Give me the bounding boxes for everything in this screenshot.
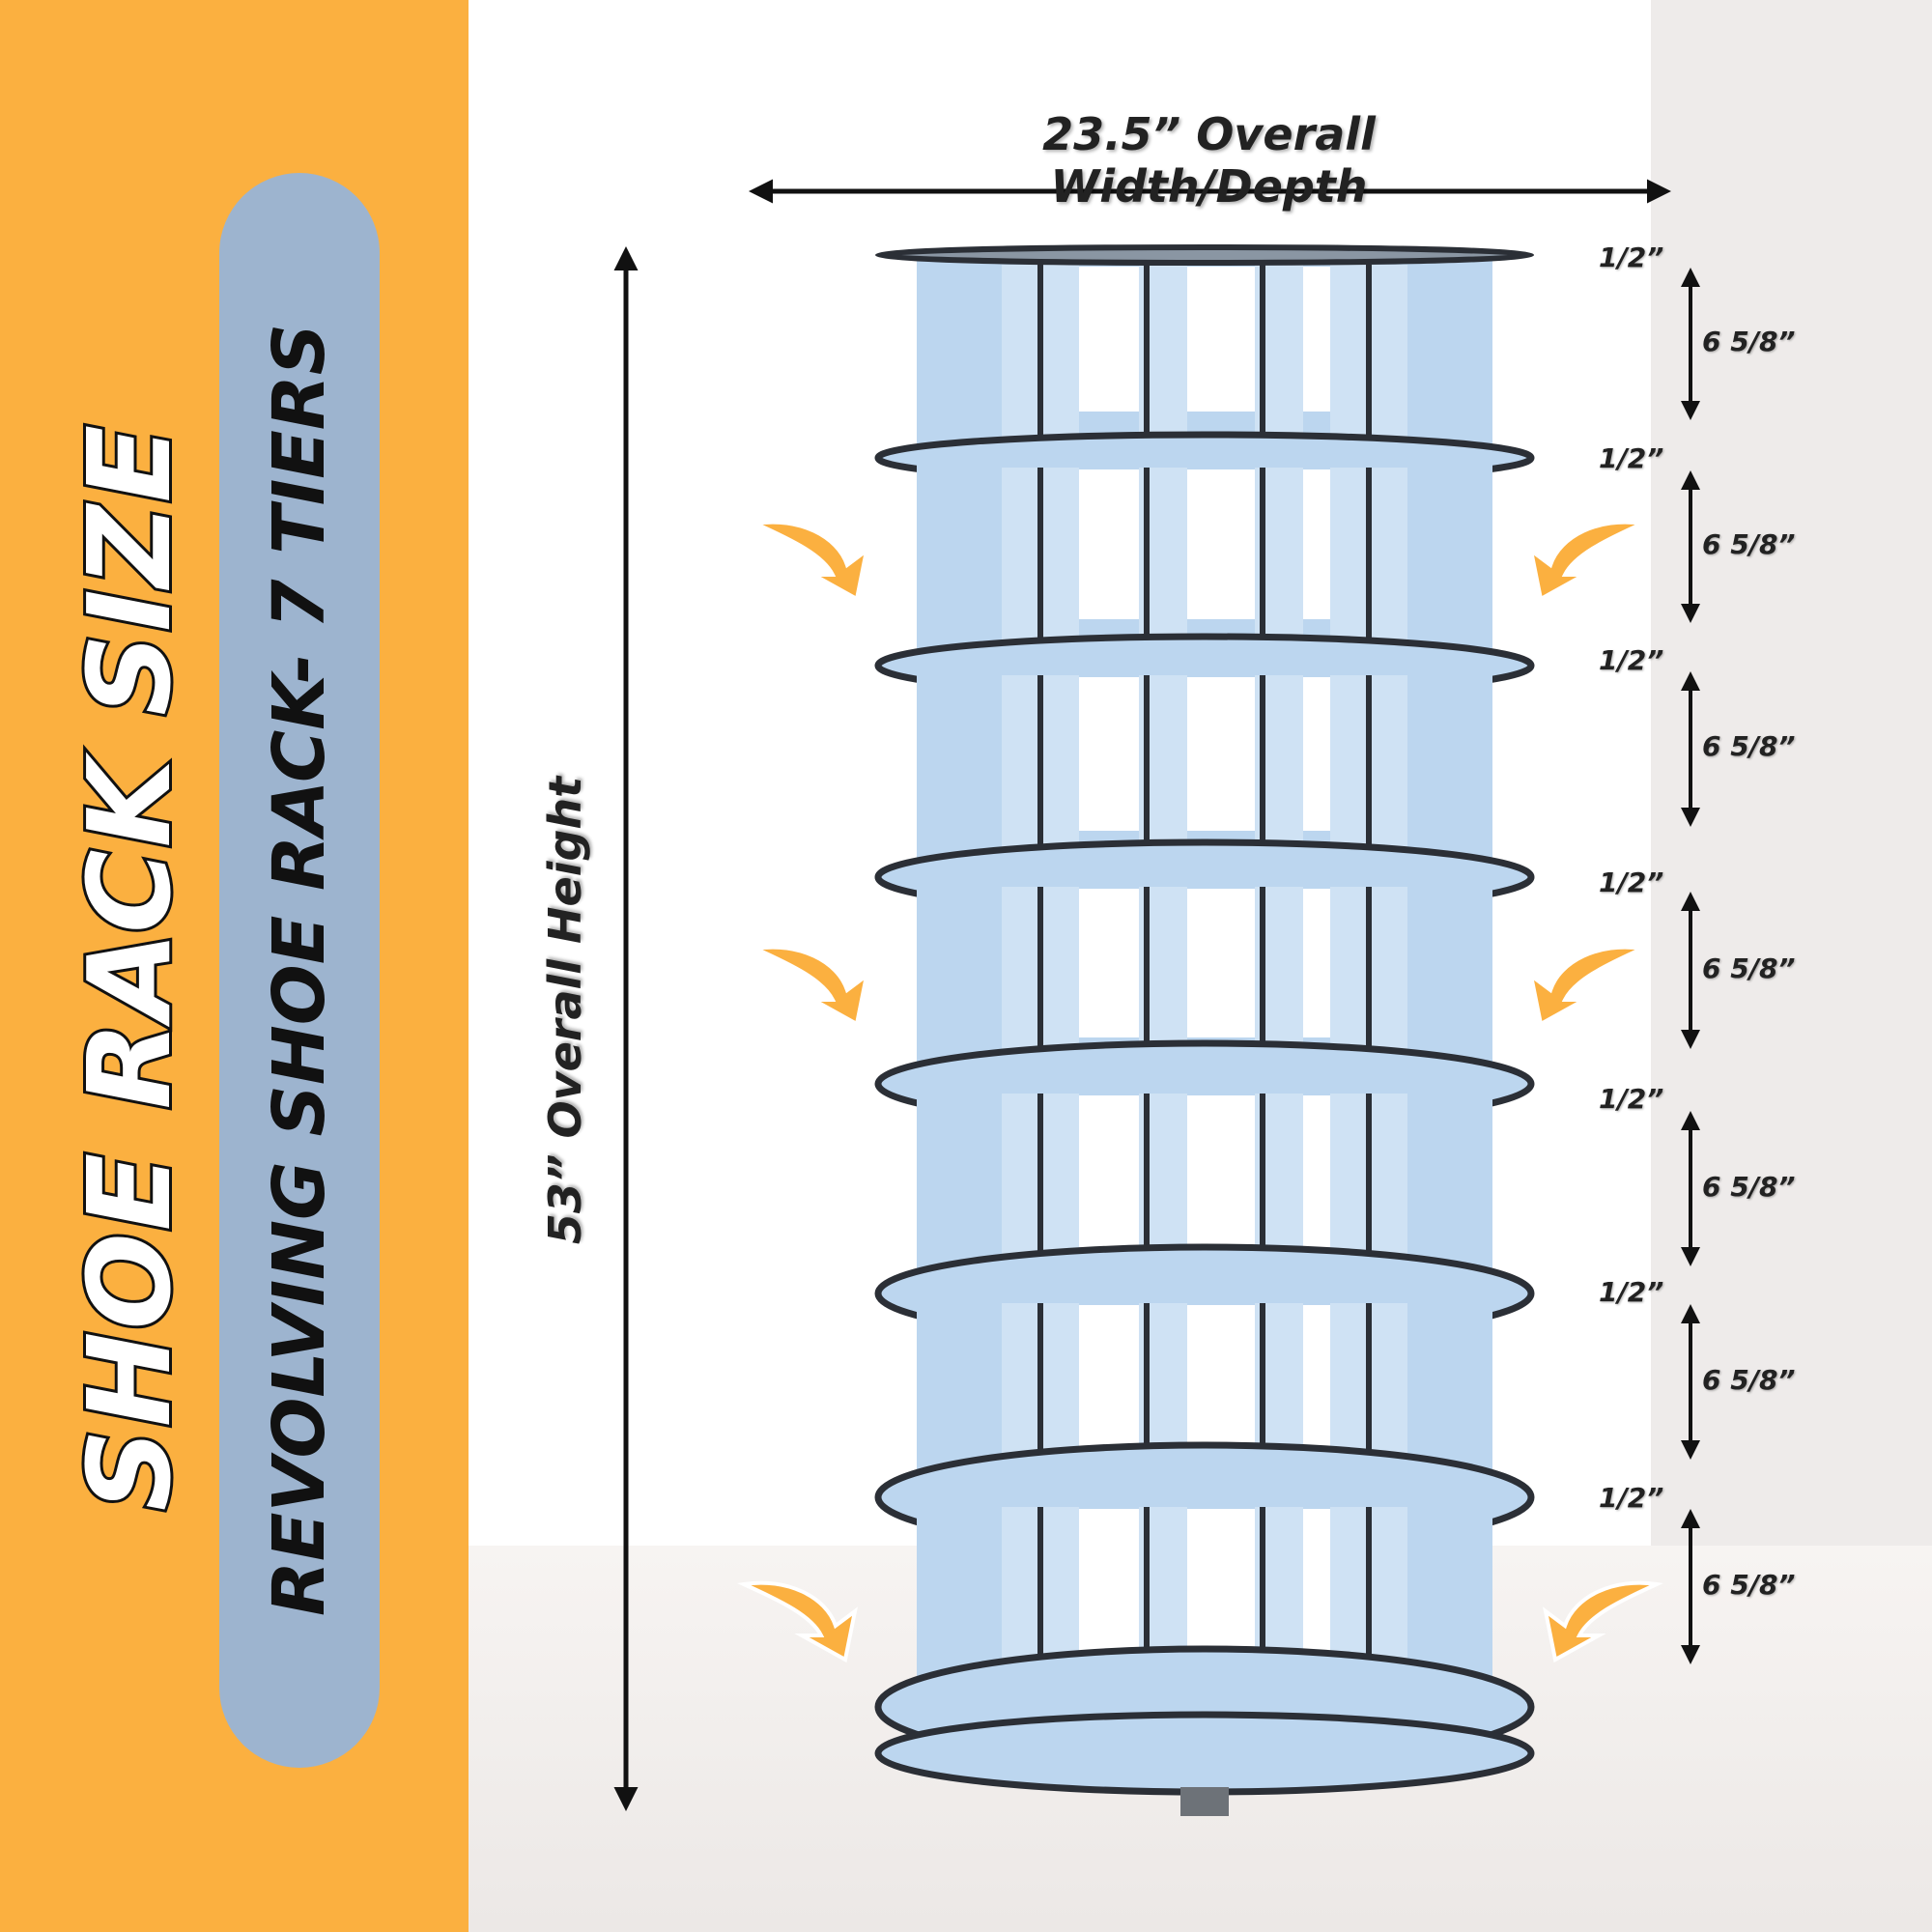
tier-opening — [1060, 469, 1350, 619]
swivel-base — [1180, 1787, 1229, 1816]
tier-opening — [1060, 1095, 1350, 1247]
rack-tier — [874, 1497, 1535, 1769]
curved-arrow-icon — [1528, 945, 1649, 1028]
shelf-thickness-label: 1/2” — [1599, 867, 1664, 898]
tier-height-label: 6 5/8” — [1702, 1364, 1796, 1396]
tier-opening — [1060, 889, 1350, 1037]
width-label: 23.5” Overall Width/Depth — [1042, 108, 1376, 213]
subtitle-pill — [219, 173, 380, 1768]
tier-opening — [1060, 1305, 1350, 1451]
tier-opening — [1060, 267, 1350, 412]
tier-height-label: 6 5/8” — [1702, 730, 1796, 762]
tier-height-label: 6 5/8” — [1702, 952, 1796, 984]
tier-opening — [1060, 1509, 1350, 1661]
tier-height-label: 6 5/8” — [1702, 326, 1796, 357]
tier-opening — [1060, 677, 1350, 831]
base-disc — [874, 1711, 1535, 1796]
shelf-thickness-label: 1/2” — [1599, 1482, 1664, 1514]
curved-arrow-icon — [749, 945, 869, 1028]
curved-arrow-icon — [1528, 520, 1649, 603]
rack-tier — [874, 255, 1535, 485]
rack-tier — [874, 666, 1535, 916]
shelf-thickness-label: 1/2” — [1599, 442, 1664, 474]
rack-tier — [874, 458, 1535, 698]
tier-height-label: 6 5/8” — [1702, 528, 1796, 560]
shelf-thickness-label: 1/2” — [1599, 644, 1664, 676]
curved-arrow-icon — [749, 520, 869, 603]
tier-height-label: 6 5/8” — [1702, 1569, 1796, 1601]
top-shelf — [875, 244, 1534, 266]
shelf-thickness-label: 1/2” — [1599, 242, 1664, 273]
curved-arrow-icon — [737, 1580, 858, 1663]
shelf-thickness-label: 1/2” — [1599, 1276, 1664, 1308]
shoe-rack — [874, 244, 1535, 1816]
height-label: 53” Overall Height — [539, 776, 591, 1245]
curved-arrow-icon — [1543, 1580, 1663, 1663]
tier-height-label: 6 5/8” — [1702, 1171, 1796, 1203]
shelf-thickness-label: 1/2” — [1599, 1083, 1664, 1115]
